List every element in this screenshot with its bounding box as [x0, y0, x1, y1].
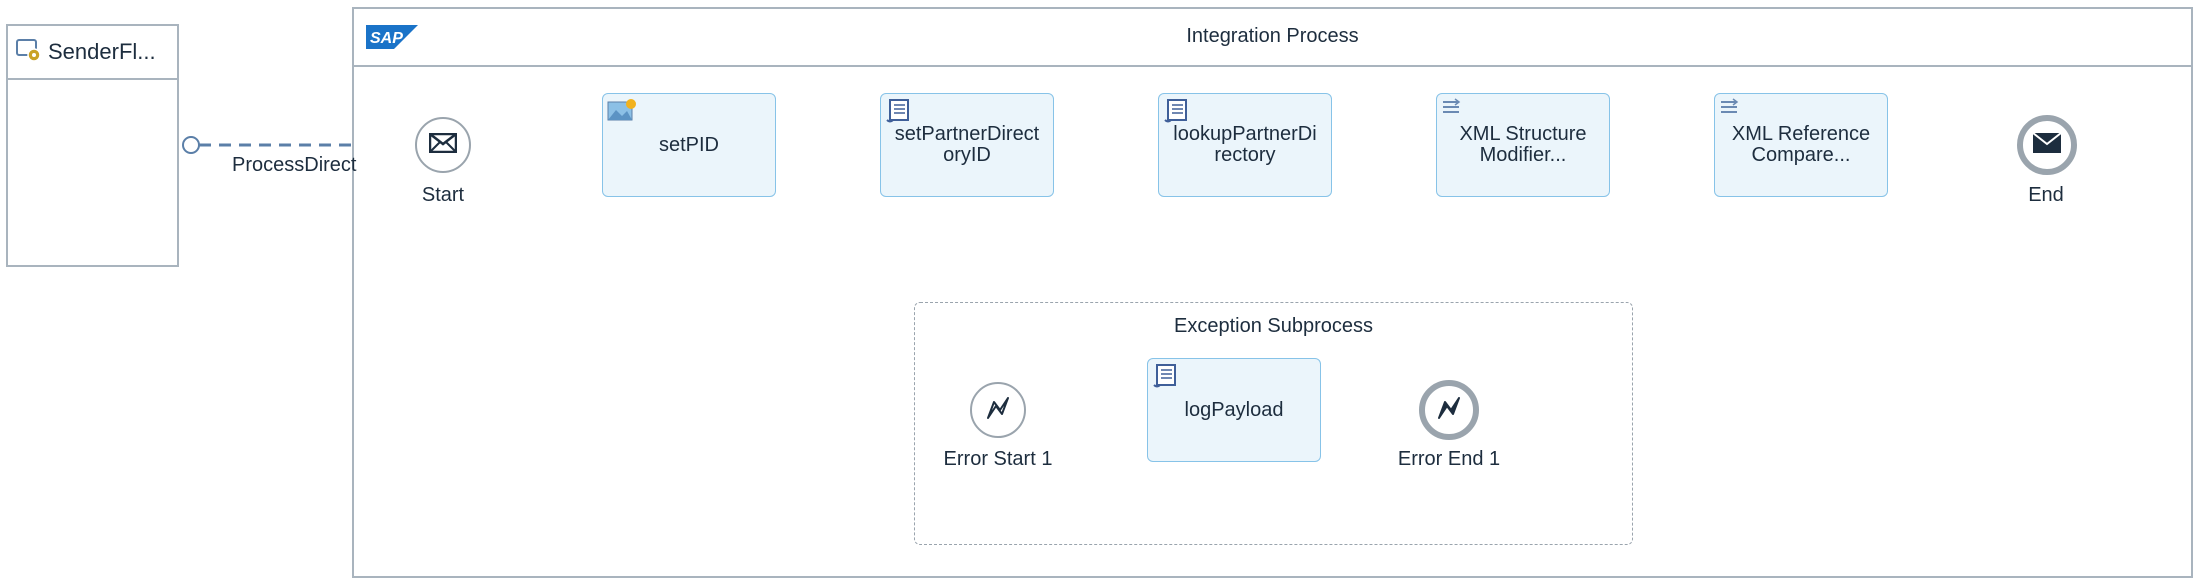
- task-log-payload-label: logPayload: [1184, 398, 1284, 421]
- error-end-event-label: Error End 1: [1397, 448, 1501, 470]
- envelope-icon: [428, 132, 458, 158]
- label-line-2: Modifier...: [1479, 144, 1567, 166]
- exception-subprocess-title: Exception Subprocess: [1173, 315, 1373, 337]
- label-line-2: oryID: [943, 144, 991, 166]
- task-set-partner-directory-id-label: setPartnerDirect oryID: [891, 124, 1044, 166]
- start-event-label: Start: [421, 184, 465, 206]
- error-start-event[interactable]: [970, 382, 1026, 438]
- script-icon: [1163, 98, 1191, 129]
- sap-logo-text: SAP: [370, 30, 403, 47]
- label-line-2: rectory: [1214, 144, 1276, 166]
- pool-header: SAP Integration Process: [354, 9, 2191, 67]
- task-xml-reference-compare[interactable]: XML Reference Compare...: [1714, 93, 1888, 197]
- start-event[interactable]: [415, 117, 471, 173]
- content-modifier-icon: [607, 98, 637, 127]
- label-line-1: XML Structure: [1459, 123, 1587, 145]
- error-end-event[interactable]: [1419, 380, 1479, 440]
- lightning-icon: [985, 395, 1011, 426]
- exception-subprocess[interactable]: Exception Subprocess: [914, 302, 1633, 545]
- task-setpid-label: setPID: [658, 133, 720, 156]
- task-lookup-partner-directory-label: lookupPartnerDi rectory: [1169, 124, 1320, 166]
- message-flow-origin: [182, 136, 200, 154]
- end-event-label: End: [2028, 184, 2064, 206]
- task-xml-reference-compare-label: XML Reference Compare...: [1728, 124, 1874, 166]
- script-icon: [885, 98, 913, 129]
- task-lookup-partner-directory[interactable]: lookupPartnerDi rectory: [1158, 93, 1332, 197]
- pool-title: Integration Process: [1186, 25, 1359, 47]
- label-line-1: lookupPartnerDi: [1173, 123, 1317, 145]
- task-xml-structure-modifier[interactable]: XML Structure Modifier...: [1436, 93, 1610, 197]
- error-start-event-label: Error Start 1: [943, 448, 1053, 470]
- end-event[interactable]: [2017, 115, 2077, 175]
- task-xml-structure-modifier-label: XML Structure Modifier...: [1455, 124, 1590, 166]
- script-icon: [1152, 363, 1180, 394]
- mapping-icon: [1719, 98, 1741, 121]
- sap-logo-icon: SAP: [366, 25, 418, 54]
- sender-icon: [16, 38, 42, 67]
- sender-participant[interactable]: SenderFl...: [6, 24, 179, 267]
- lightning-filled-icon: [1436, 395, 1462, 426]
- mapping-icon: [1441, 98, 1463, 121]
- sender-label: SenderFl...: [48, 39, 156, 64]
- task-setpid[interactable]: setPID: [602, 93, 776, 197]
- label-line-2: Compare...: [1751, 144, 1851, 166]
- task-log-payload[interactable]: logPayload: [1147, 358, 1321, 462]
- envelope-filled-icon: [2032, 131, 2062, 158]
- connection-label: ProcessDirect: [232, 154, 357, 176]
- task-set-partner-directory-id[interactable]: setPartnerDirect oryID: [880, 93, 1054, 197]
- label-line-1: setPartnerDirect: [894, 123, 1040, 145]
- sender-header: SenderFl...: [8, 26, 177, 80]
- label-line-1: XML Reference: [1731, 123, 1871, 145]
